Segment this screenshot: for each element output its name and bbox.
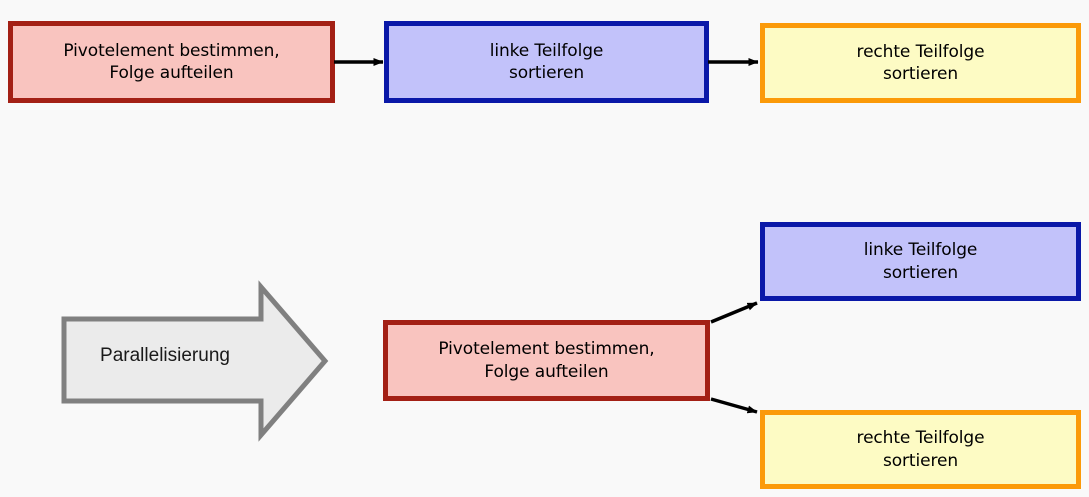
node-parallel-left-subsequence[interactable]: linke Teilfolge sortieren: [760, 222, 1081, 301]
node-sequential-pivot[interactable]: Pivotelement bestimmen, Folge aufteilen: [8, 21, 335, 103]
parallelization-label: Parallelisierung: [100, 345, 230, 366]
node-sequential-left-subsequence[interactable]: linke Teilfolge sortieren: [384, 21, 709, 103]
node-sequential-right-subsequence[interactable]: rechte Teilfolge sortieren: [760, 23, 1081, 103]
node-parallel-right-subsequence[interactable]: rechte Teilfolge sortieren: [760, 410, 1081, 489]
node-parallel-pivot[interactable]: Pivotelement bestimmen, Folge aufteilen: [383, 320, 710, 401]
parallelization-block-arrow-icon: [61, 280, 329, 442]
